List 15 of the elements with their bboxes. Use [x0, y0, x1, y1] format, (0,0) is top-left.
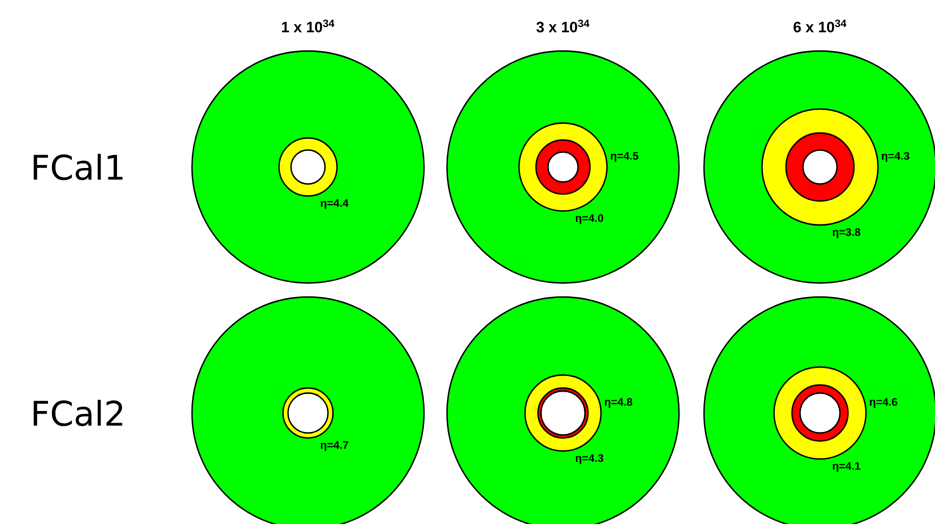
column-heading: 1 x 10$^{34}$	[282, 20, 334, 32]
eta-label: η=4.5	[610, 152, 638, 162]
eta-label: η=4.8	[604, 398, 632, 408]
column-heading: 6 x 10$^{34}$	[794, 20, 846, 32]
eta-label: η=3.8	[832, 228, 860, 238]
eta-label: η=4.6	[870, 398, 898, 408]
eta-label: η=4.4	[320, 199, 349, 210]
eta-label: η=4.3	[882, 152, 910, 162]
eta-label: η=4.3	[576, 454, 604, 464]
eta-label: η=4.0	[576, 214, 604, 224]
row-heading: FCal1	[34, 154, 122, 180]
eta-label: η=4.1	[832, 462, 860, 472]
eta-label: η=4.7	[320, 441, 348, 452]
row-heading: FCal2	[34, 400, 122, 426]
column-heading: 3 x 10$^{34}$	[536, 20, 590, 32]
